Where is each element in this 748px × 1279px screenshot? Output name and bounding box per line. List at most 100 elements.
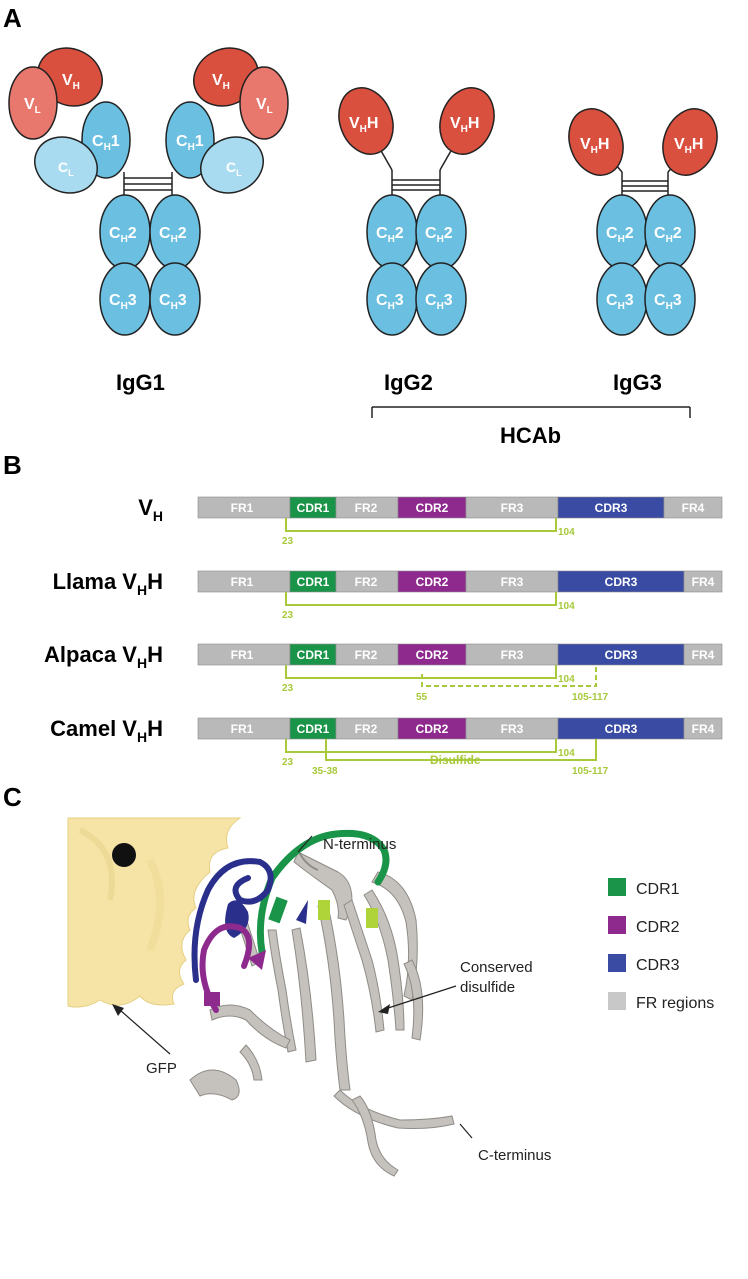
igg1-left-vl-label: VL xyxy=(24,96,41,116)
igg3-left-ch3-label: CH3 xyxy=(606,292,634,312)
segment-cdr3-label: CDR3 xyxy=(605,575,638,589)
pos-105-117: 105-117 xyxy=(572,766,609,777)
legend-label: CDR2 xyxy=(636,919,680,936)
igg3-left-ch3 xyxy=(596,262,648,336)
segment-cdr2-label: CDR2 xyxy=(416,648,449,662)
panel-a-letter: A xyxy=(3,3,22,33)
igg3-diagram: VHH VHH CH2 CH2 CH3 CH3 xyxy=(568,108,718,336)
igg2-left-vhh xyxy=(338,87,394,155)
segment-fr3-label: FR3 xyxy=(501,575,524,589)
pos-104: 104 xyxy=(558,748,575,759)
n-terminus-pointer xyxy=(297,835,313,853)
segment-fr2-label: FR2 xyxy=(355,722,378,736)
cdr1-loop xyxy=(256,829,390,956)
pos-104: 104 xyxy=(558,527,575,538)
segment-fr4-label: FR4 xyxy=(692,722,715,736)
igg2-right-ch2-label: CH2 xyxy=(425,225,453,245)
sequence-row-label: VH xyxy=(138,495,163,524)
hcab-label: HCAb xyxy=(500,423,561,448)
igg1-left-ch2 xyxy=(99,194,151,270)
igg1-left-ch3-label: CH3 xyxy=(109,292,137,312)
pos-55: 55 xyxy=(416,692,428,703)
nanobody-ribbon xyxy=(189,829,455,1177)
igg3-label: IgG3 xyxy=(613,370,662,395)
disulfide-bracket xyxy=(285,592,557,606)
legend-label: CDR1 xyxy=(636,881,680,898)
gfp-pore xyxy=(112,843,136,867)
igg1-left-vh-label: VH xyxy=(62,72,80,92)
segment-cdr2-label: CDR2 xyxy=(416,501,449,515)
pos-104: 104 xyxy=(558,601,575,612)
legend-swatch xyxy=(608,916,626,934)
legend-swatch xyxy=(608,878,626,896)
igg2-right-ch3-label: CH3 xyxy=(425,292,453,312)
pos-23: 23 xyxy=(282,536,294,547)
igg2-right-ch3 xyxy=(415,262,467,336)
pos-23: 23 xyxy=(282,610,294,621)
igg2-right-vhh xyxy=(439,87,495,155)
segment-fr4 xyxy=(683,570,723,593)
cdr2-loop xyxy=(199,923,253,1013)
legend-swatch xyxy=(608,954,626,972)
segment-fr3-label: FR3 xyxy=(501,648,524,662)
igg1-right-cl xyxy=(200,136,264,194)
igg2-left-ch3 xyxy=(366,262,418,336)
gfp-surface xyxy=(67,817,242,1008)
disulfide-bracket xyxy=(285,739,557,753)
segment-cdr1-label: CDR1 xyxy=(297,648,330,662)
igg1-right-ch3-label: CH3 xyxy=(159,292,187,312)
igg1-left-ch1-label: CH1 xyxy=(92,133,120,153)
igg1-left-cl-label: CL xyxy=(58,159,74,178)
disulfide-bond-left xyxy=(318,900,330,920)
igg1-left-ch2-label: CH2 xyxy=(109,225,137,245)
pos-23: 23 xyxy=(282,683,294,694)
segment-fr1-label: FR1 xyxy=(231,722,254,736)
panel-c-letter: C xyxy=(3,782,22,812)
segment-cdr2-label: CDR2 xyxy=(416,575,449,589)
cdr3-loop xyxy=(191,858,274,983)
pos-104: 104 xyxy=(558,674,575,685)
segment-fr1-label: FR1 xyxy=(231,648,254,662)
sequence-row-label: Alpaca VHH xyxy=(44,642,163,671)
segment-cdr1-label: CDR1 xyxy=(297,575,330,589)
segment-fr1-label: FR1 xyxy=(231,501,254,515)
hcab-bracket xyxy=(371,406,691,418)
disulfide-pointer xyxy=(381,985,457,1011)
igg1-diagram: VH VL CH1 CL VH VL CH1 CL CH2 CH2 CH3 CH… xyxy=(8,47,289,336)
pos-23: 23 xyxy=(282,757,294,768)
segment-cdr3-label: CDR3 xyxy=(605,648,638,662)
igg2-left-vhh-label: VHH xyxy=(349,115,378,135)
conserved-disulfide-label-line1: Conserved xyxy=(460,959,533,976)
igg2-diagram: VHH VHH CH2 CH2 CH3 CH3 xyxy=(338,87,495,336)
igg2-left-ch2 xyxy=(366,194,418,270)
igg3-right-ch2-label: CH2 xyxy=(654,225,682,245)
igg1-hinge xyxy=(123,172,173,196)
legend-item: CDR2 xyxy=(608,916,680,936)
disulfide-bracket xyxy=(285,518,557,532)
c-terminus-pointer xyxy=(459,1123,473,1139)
camel-extra-disulfide xyxy=(325,739,597,761)
segment-cdr3-label: CDR3 xyxy=(605,722,638,736)
segment-fr1-label: FR1 xyxy=(231,575,254,589)
igg2-right-vhh-label: VHH xyxy=(450,115,479,135)
igg2-left-ch3-label: CH3 xyxy=(376,292,404,312)
panel-b-letter: B xyxy=(3,450,22,480)
conserved-disulfide-label-line2: disulfide xyxy=(460,979,515,996)
disulfide-label: Disulfide xyxy=(430,753,481,767)
legend-item: CDR3 xyxy=(608,954,680,974)
gfp-pointer xyxy=(119,1009,171,1055)
segment-fr4 xyxy=(683,643,723,666)
igg1-right-ch1-label: CH1 xyxy=(176,133,204,153)
segment-fr3-label: FR3 xyxy=(501,501,524,515)
igg1-right-ch2-label: CH2 xyxy=(159,225,187,245)
igg1-left-cl xyxy=(34,136,98,194)
segment-fr2-label: FR2 xyxy=(355,648,378,662)
igg2-right-ch2 xyxy=(415,194,467,270)
segment-fr4 xyxy=(663,496,723,519)
igg1-right-vl xyxy=(239,66,289,140)
